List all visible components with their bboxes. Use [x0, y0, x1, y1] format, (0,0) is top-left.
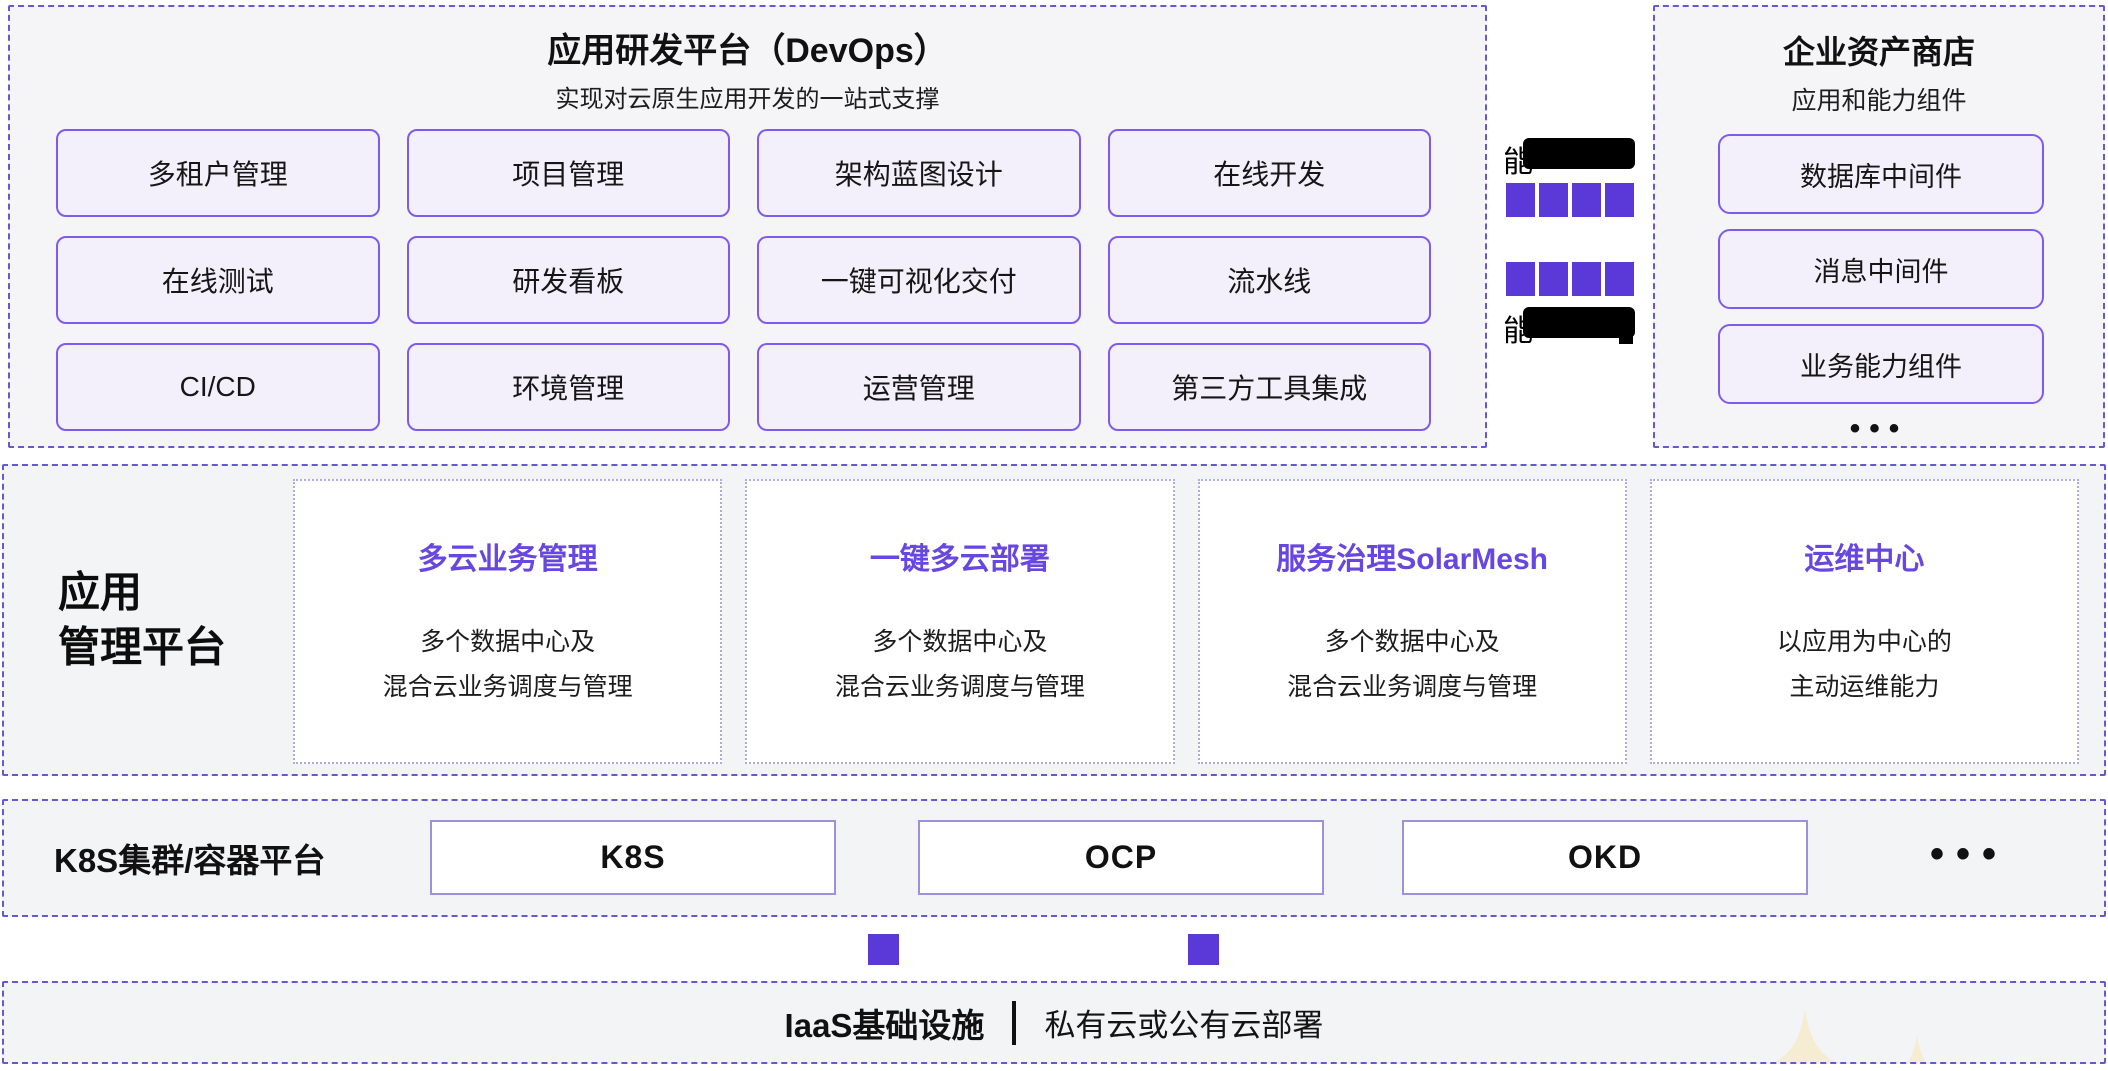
devops-feature-chip: 环境管理	[406, 343, 730, 431]
apm-card-multicloud-mgmt: 多云业务管理 多个数据中心及 混合云业务调度与管理	[293, 479, 723, 764]
apm-card-desc-line2: 混合云业务调度与管理	[834, 672, 1085, 701]
apm-card-desc-line1: 多个数据中心及	[420, 627, 596, 656]
apm-card-title: 服务治理SolarMesh	[1276, 542, 1548, 576]
apm-card-desc-line2: 混合云业务调度与管理	[382, 672, 633, 701]
arrow-segment	[1539, 262, 1568, 296]
devops-feature-chip: 多租户管理	[56, 129, 380, 217]
band-connector-square	[868, 934, 899, 965]
k8s-more-ellipsis: •••	[1929, 831, 2008, 876]
redaction-bar	[1523, 138, 1635, 169]
apm-card-description: 多个数据中心及 混合云业务调度与管理	[383, 620, 633, 710]
apm-card-description: 多个数据中心及 混合云业务调度与管理	[1287, 620, 1537, 710]
devops-feature-chip: CI/CD	[56, 343, 380, 431]
devops-feature-chip: 在线测试	[56, 236, 380, 324]
apm-card-title: 运维中心	[1804, 542, 1925, 576]
iaas-band-content: IaaS基础设施 私有云或公有云部署	[4, 983, 2104, 1062]
redacted-capability-label-top: 能	[1503, 138, 1635, 179]
asset-store-panel: 企业资产商店 应用和能力组件 数据库中间件 消息中间件 业务能力组件 •••	[1653, 5, 2105, 448]
arrow-segment	[1572, 262, 1601, 296]
apm-card-title: 多云业务管理	[417, 542, 598, 576]
devops-feature-chip: 研发看板	[406, 236, 730, 324]
k8s-cluster-band: K8S集群/容器平台 K8S OCP OKD •••	[2, 799, 2106, 917]
arrow-segment	[1506, 183, 1535, 217]
store-item-chip: 业务能力组件	[1718, 324, 2044, 404]
apm-card-desc-line1: 多个数据中心及	[872, 627, 1048, 656]
devops-feature-chip: 流水线	[1107, 236, 1431, 324]
redaction-bar	[1523, 307, 1635, 344]
store-item-list: 数据库中间件 消息中间件 业务能力组件	[1718, 134, 2044, 404]
sparkle-decoration-large	[1774, 1009, 1836, 1062]
app-management-label-line2: 管理平台	[58, 623, 227, 670]
devops-feature-chip: 第三方工具集成	[1107, 343, 1431, 431]
store-panel-subtitle: 应用和能力组件	[1791, 87, 1967, 115]
app-management-label: 应用 管理平台	[58, 565, 226, 674]
arrow-segment	[1506, 262, 1535, 296]
apm-card-description: 多个数据中心及 混合云业务调度与管理	[835, 620, 1085, 710]
vertical-separator-bar	[1012, 1000, 1017, 1045]
iaas-band: IaaS基础设施 私有云或公有云部署	[2, 981, 2106, 1064]
arrow-segment	[1539, 183, 1568, 217]
sparkle-decoration-small	[1907, 1035, 1927, 1062]
store-item-chip: 消息中间件	[1718, 229, 2044, 309]
devops-panel-subtitle: 实现对云原生应用开发的一站式支撑	[555, 86, 940, 113]
apm-card-desc-line1: 多个数据中心及	[1324, 627, 1500, 656]
apm-card-desc-line1: 以应用为中心的	[1776, 627, 1952, 656]
apm-card-title: 一键多云部署	[869, 542, 1050, 576]
app-management-cards: 多云业务管理 多个数据中心及 混合云业务调度与管理 一键多云部署 多个数据中心及…	[293, 479, 2079, 764]
devops-panel-title: 应用研发平台（DevOps）	[547, 32, 948, 70]
store-panel-title: 企业资产商店	[1782, 34, 1975, 70]
iaas-band-label: IaaS基础设施	[784, 1006, 985, 1044]
apm-card-desc-line2: 混合云业务调度与管理	[1287, 672, 1538, 701]
apm-card-ops-center: 运维中心 以应用为中心的 主动运维能力	[1649, 479, 2079, 764]
devops-feature-chip: 在线开发	[1107, 129, 1431, 217]
connector-arrow-segments-top	[1506, 183, 1634, 217]
store-more-ellipsis: •••	[1849, 412, 1909, 445]
devops-feature-chip: 架构蓝图设计	[757, 129, 1081, 217]
devops-feature-grid: 多租户管理 项目管理 架构蓝图设计 在线开发 在线测试 研发看板 一键可视化交付…	[56, 129, 1431, 431]
iaas-band-description: 私有云或公有云部署	[1044, 1008, 1324, 1043]
apm-card-service-governance: 服务治理SolarMesh 多个数据中心及 混合云业务调度与管理	[1197, 479, 1627, 764]
ocp-box: OCP	[918, 820, 1324, 895]
arrow-segment	[1605, 183, 1634, 217]
devops-feature-chip: 运营管理	[757, 343, 1081, 431]
redacted-capability-label-bottom: 能	[1503, 307, 1635, 348]
okd-box: OKD	[1402, 820, 1808, 895]
apm-card-oneclick-deploy: 一键多云部署 多个数据中心及 混合云业务调度与管理	[745, 479, 1175, 764]
devops-feature-chip: 项目管理	[406, 129, 730, 217]
band-connector-square	[1188, 934, 1219, 965]
app-management-band: 应用 管理平台 多云业务管理 多个数据中心及 混合云业务调度与管理 一键多云部署…	[2, 464, 2106, 776]
devops-feature-chip: 一键可视化交付	[757, 236, 1081, 324]
connector-arrow-segments-bottom	[1506, 262, 1634, 296]
apm-card-desc-line2: 主动运维能力	[1789, 672, 1940, 701]
devops-platform-panel: 应用研发平台（DevOps） 实现对云原生应用开发的一站式支撑 多租户管理 项目…	[8, 5, 1487, 448]
arrow-segment	[1572, 183, 1601, 217]
k8s-box: K8S	[430, 820, 836, 895]
app-management-label-line1: 应用	[58, 568, 143, 616]
arrow-segment	[1605, 262, 1634, 296]
capability-connector-column: 能 能	[1489, 5, 1653, 448]
k8s-band-label: K8S集群/容器平台	[54, 842, 326, 879]
store-item-chip: 数据库中间件	[1718, 134, 2044, 214]
apm-card-description: 以应用为中心的 主动运维能力	[1777, 620, 1952, 710]
